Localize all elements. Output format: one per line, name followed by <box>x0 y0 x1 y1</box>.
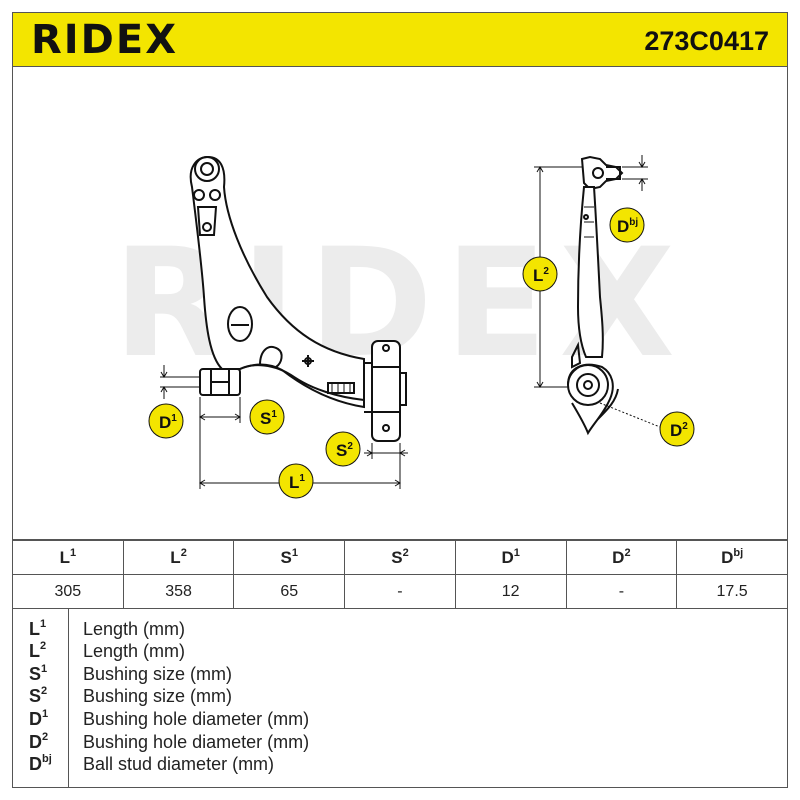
spec-header-s1: S1 <box>233 540 346 575</box>
spec-header-s2: S2 <box>344 540 456 575</box>
legend-description: Length (mm) <box>83 619 186 639</box>
header-bar: RIDEX 273C0417 <box>12 12 788 67</box>
legend-description: Bushing size (mm) <box>83 686 233 706</box>
legend-symbol: D2 <box>29 731 49 752</box>
legend: L1 Length (mm) L2 Length (mm) S1 Bushing… <box>12 608 788 788</box>
control-arm-drawing <box>189 155 407 442</box>
dimension-lines-left <box>160 365 408 489</box>
legend-description: Bushing size (mm) <box>83 664 233 684</box>
side-view-drawing <box>567 155 624 436</box>
svg-text:S1: S1 <box>260 409 277 428</box>
legend-description: Length (mm) <box>83 641 186 661</box>
spec-value-l1: 305 <box>12 574 124 609</box>
svg-text:S2: S2 <box>336 441 353 460</box>
spec-value-dbj: 17.5 <box>676 574 788 609</box>
legend-item: D2 Bushing hole diameter (mm) <box>12 731 788 754</box>
spec-header-l2: L2 <box>122 540 235 575</box>
svg-text:D1: D1 <box>159 413 177 432</box>
technical-diagram: RIDEX <box>12 67 788 540</box>
spec-value-s1: 65 <box>233 574 346 609</box>
spec-header-row: L1 L2 S1 S2 D1 D2 Dbj <box>12 540 788 575</box>
legend-item: D1 Bushing hole diameter (mm) <box>12 708 788 731</box>
spec-value-row: 305 358 65 - 12 - 17.5 <box>12 574 788 609</box>
legend-description: Ball stud diameter (mm) <box>83 754 275 774</box>
legend-symbol: L2 <box>29 640 47 661</box>
spec-value-s2: - <box>344 574 456 609</box>
legend-item: S1 Bushing size (mm) <box>12 663 788 686</box>
label-d1: D1 <box>148 403 184 439</box>
spec-header-dbj: Dbj <box>676 540 788 575</box>
svg-text:Dbj: Dbj <box>617 217 638 236</box>
label-l1: L1 <box>278 463 314 499</box>
spec-header-d2: D2 <box>565 540 678 575</box>
legend-item: S2 Bushing size (mm) <box>12 685 788 708</box>
spec-value-d1: 12 <box>454 574 567 609</box>
legend-symbol: L1 <box>29 618 47 639</box>
legend-symbol: S2 <box>29 685 48 706</box>
label-d2: D2 <box>659 411 695 447</box>
legend-item: L2 Length (mm) <box>12 640 788 663</box>
brand-logo: RIDEX <box>31 17 179 63</box>
diagram-svg: RIDEX <box>113 155 695 499</box>
part-number: 273C0417 <box>644 26 769 56</box>
legend-symbol: D1 <box>29 708 49 729</box>
svg-text:D2: D2 <box>670 421 688 440</box>
legend-item: L1 Length (mm) <box>12 618 788 641</box>
label-l2: L2 <box>522 256 558 292</box>
svg-text:L1: L1 <box>289 473 305 492</box>
legend-symbol: Dbj <box>29 753 52 774</box>
spec-header-l1: L1 <box>12 540 124 575</box>
spec-table: L1 L2 S1 S2 D1 D2 Dbj 305 358 65 - 12 - … <box>12 540 788 609</box>
label-s1: S1 <box>249 399 285 435</box>
spec-value-d2: - <box>565 574 678 609</box>
legend-item: Dbj Ball stud diameter (mm) <box>12 753 788 776</box>
label-s2: S2 <box>325 431 361 467</box>
legend-description: Bushing hole diameter (mm) <box>83 709 310 729</box>
svg-text:L2: L2 <box>533 266 549 285</box>
spec-header-d1: D1 <box>454 540 567 575</box>
legend-description: Bushing hole diameter (mm) <box>83 732 310 752</box>
spec-value-l2: 358 <box>122 574 235 609</box>
legend-symbol: S1 <box>29 663 48 684</box>
legend-divider <box>68 608 69 788</box>
label-dbj: Dbj <box>609 207 645 243</box>
